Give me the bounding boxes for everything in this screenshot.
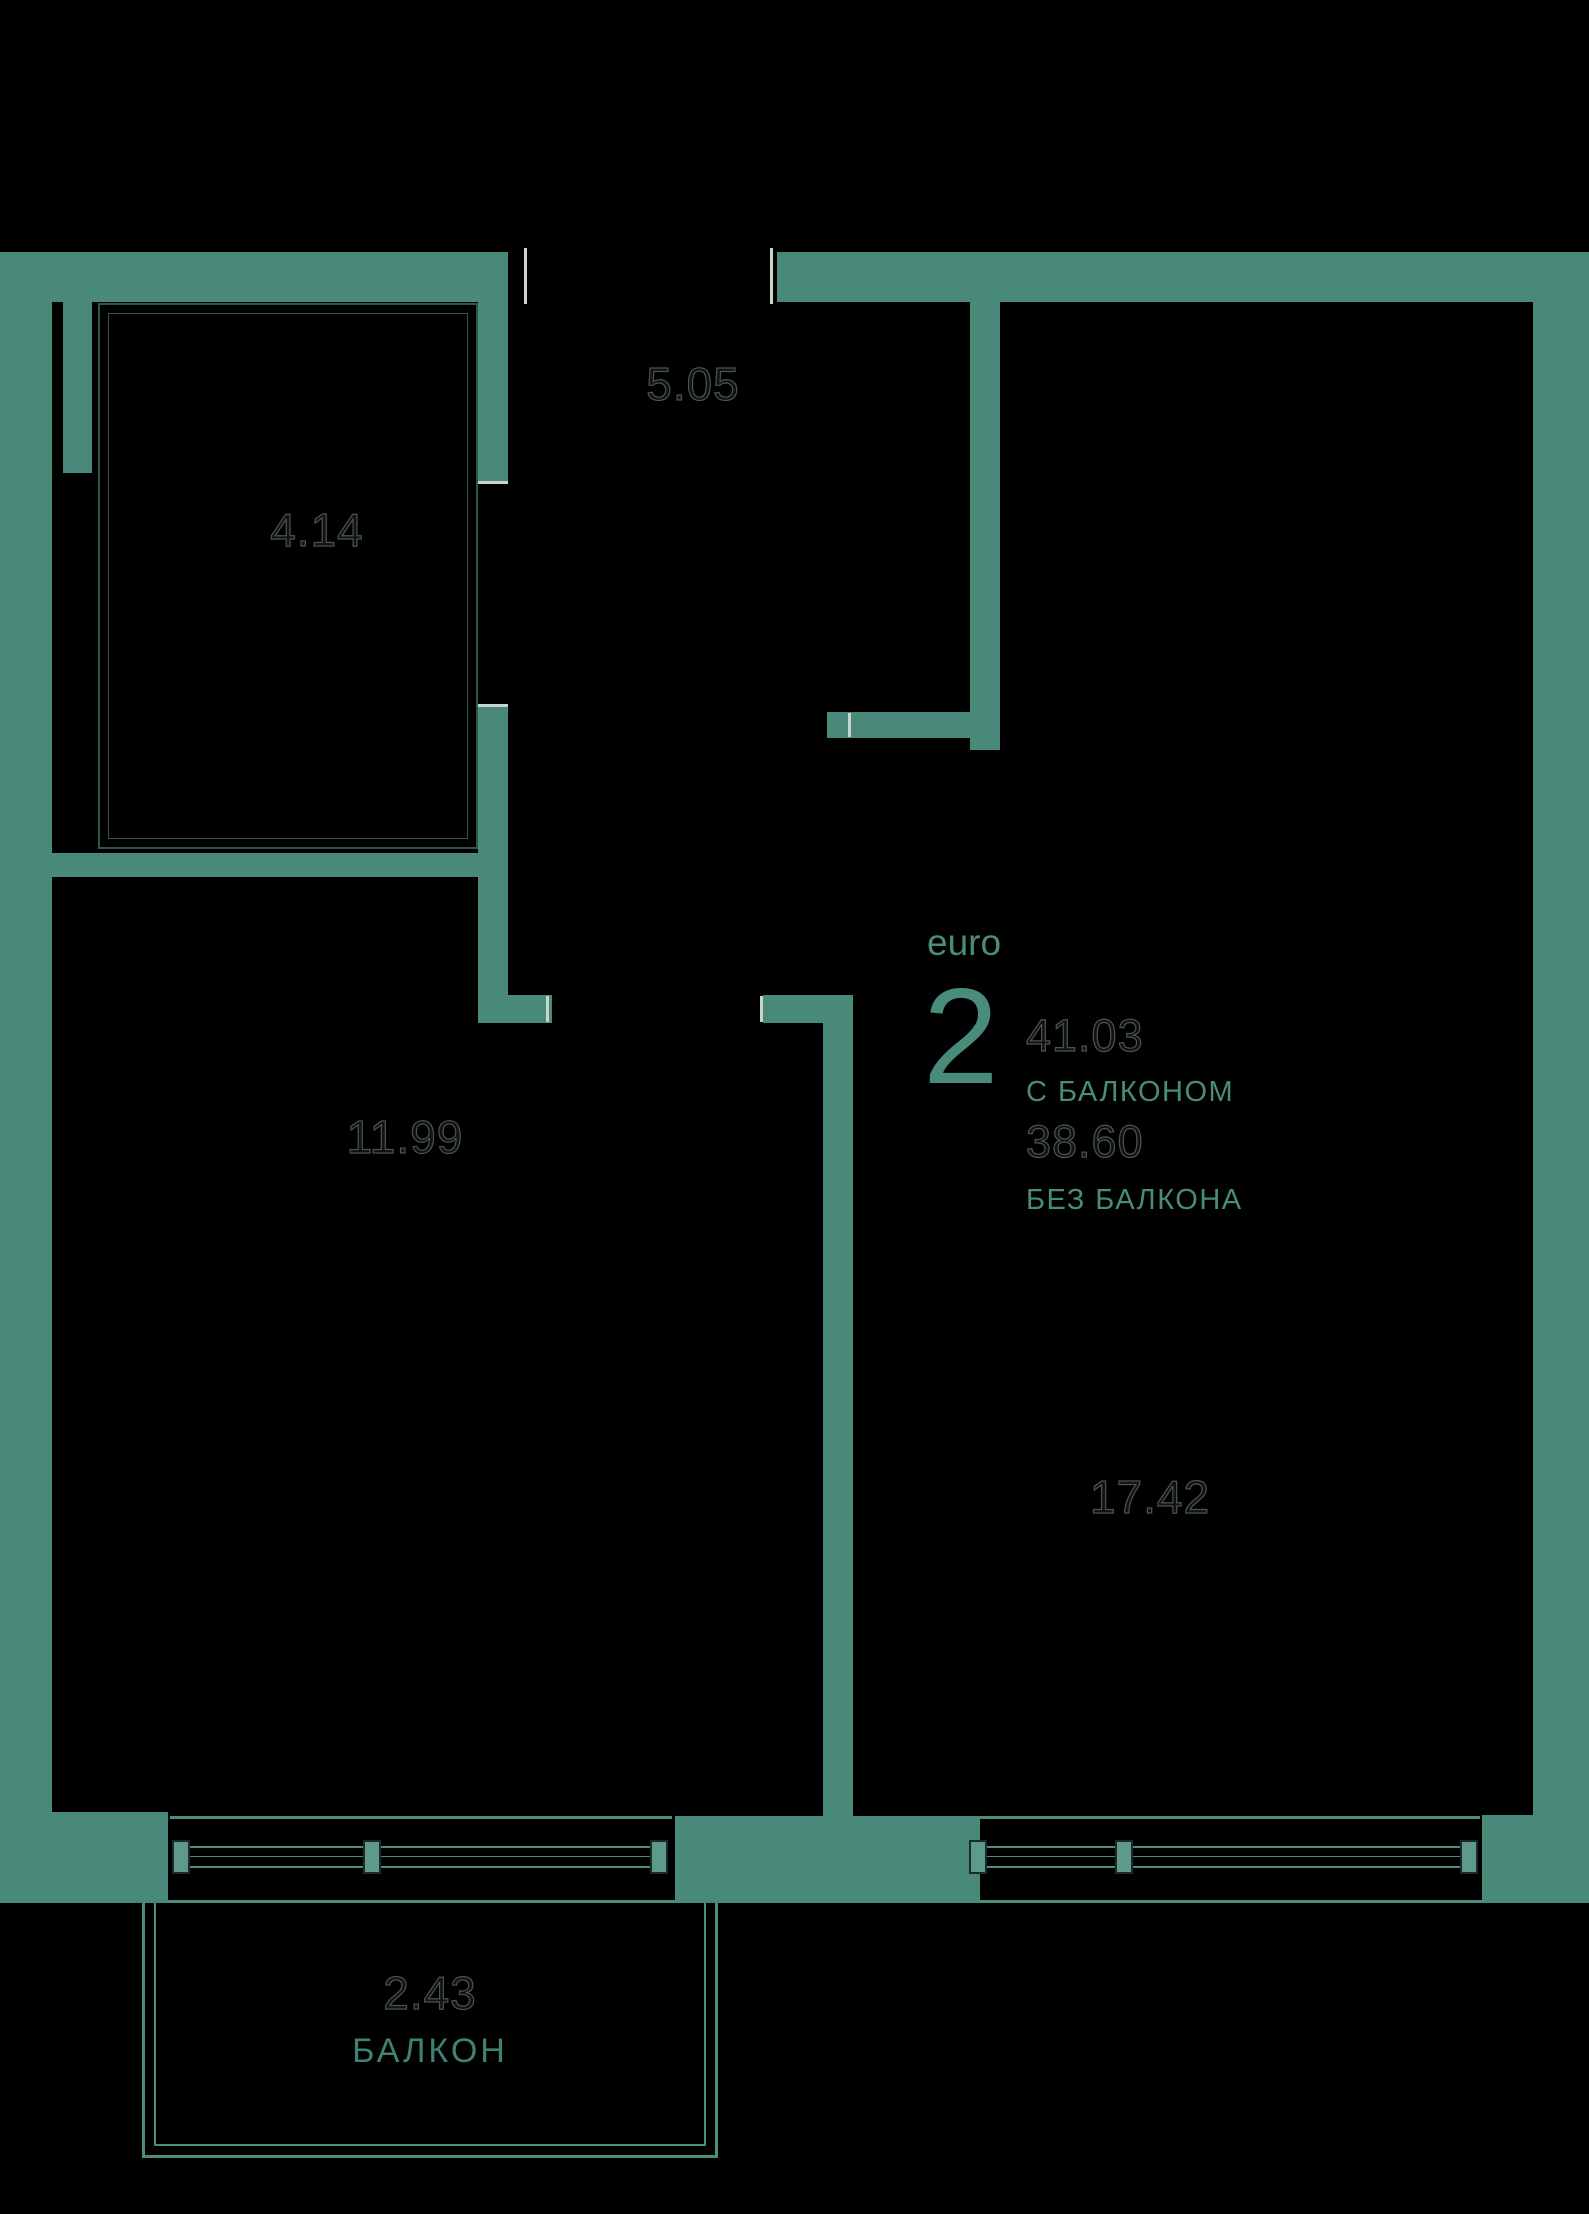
wardrobe-area-value: 4.14 (270, 503, 364, 556)
wall-top-left (0, 252, 508, 302)
wall-bedroom-door-right-stub (763, 995, 853, 1023)
entrance-door-jamb-left (524, 248, 527, 304)
wall-bottom-middle-pier (675, 1816, 980, 1903)
wall-left (0, 302, 52, 1812)
area-without-balcony-label: БЕЗ БАЛКОНА (1026, 1184, 1243, 1216)
kitchen-window-frame-midline (975, 1856, 1476, 1857)
wardrobe-door-jamb-top (478, 481, 508, 484)
kitchen-living-area-value: 17.42 (1089, 1470, 1211, 1523)
passage-jamb (848, 713, 851, 737)
wall-bedroom-kitchen-divider (823, 1023, 853, 1816)
wall-top-right (777, 252, 1589, 302)
kitchen-window-cap-right (1460, 1840, 1478, 1874)
wall-right (1533, 302, 1589, 1815)
area-with-balcony-label: С БАЛКОНОМ (1026, 1076, 1235, 1108)
room-label-hallway: 5.05 (593, 357, 793, 411)
wall-wardrobe-right-lower (478, 707, 508, 1023)
area-with-balcony-value: 41.03 (1025, 1009, 1144, 1061)
bedroom-window-cap-middle (363, 1840, 381, 1874)
wardrobe-outline-inner (108, 313, 468, 839)
wall-corner-bottom-left (0, 1812, 168, 1903)
balcony-name-label: БАЛКОН (352, 2032, 508, 2070)
kitchen-window-inner-sill (980, 1900, 1482, 1903)
kitchen-window-cap-left (969, 1840, 987, 1874)
entrance-door-jamb-right (770, 248, 773, 304)
wall-hallway-right (970, 302, 1000, 750)
room-label-kitchen-living: 17.42 (1050, 1470, 1250, 1524)
wall-corner-bottom-right (1482, 1815, 1589, 1903)
apartment-type-label: euro (927, 922, 1002, 963)
room-label-wardrobe: 4.14 (217, 503, 417, 557)
wall-wardrobe-inner-strip (63, 302, 92, 473)
balcony-area-value: 2.43 (383, 1966, 477, 2019)
balcony-outline-outer (142, 1903, 718, 2158)
kitchen-window-frame (973, 1846, 1478, 1868)
bedroom-door-jamb-right (760, 996, 763, 1022)
bedroom-window-frame-midline (180, 1856, 662, 1857)
bedroom-window-frame (178, 1846, 664, 1868)
wall-hallway-bottom (827, 712, 1000, 738)
hallway-area-value: 5.05 (646, 357, 740, 410)
bedroom-door-jamb-left (546, 996, 549, 1022)
apartment-rooms-count: 2 (923, 960, 999, 1112)
bedroom-window-cap-right (650, 1840, 668, 1874)
room-label-bedroom: 11.99 (305, 1110, 505, 1164)
wall-wardrobe-right-upper (478, 302, 508, 483)
bedroom-area-value: 11.99 (346, 1110, 464, 1163)
wall-bedroom-door-left-stub (478, 995, 552, 1023)
kitchen-window-outer-sill (980, 1816, 1480, 1819)
area-without-balcony-value: 38.60 (1025, 1115, 1144, 1167)
wardrobe-door-jamb-bottom (478, 704, 508, 707)
bedroom-window-inner-sill (168, 1900, 675, 1903)
wall-below-wardrobe (0, 853, 478, 877)
bedroom-window-cap-left (172, 1840, 190, 1874)
room-label-balcony-area: 2.43 (142, 1966, 718, 2020)
kitchen-window-cap-middle (1115, 1840, 1133, 1874)
balcony-outline-inner (154, 1903, 706, 2146)
wardrobe-outline-outer (98, 303, 478, 849)
bedroom-window-outer-sill (170, 1816, 672, 1819)
